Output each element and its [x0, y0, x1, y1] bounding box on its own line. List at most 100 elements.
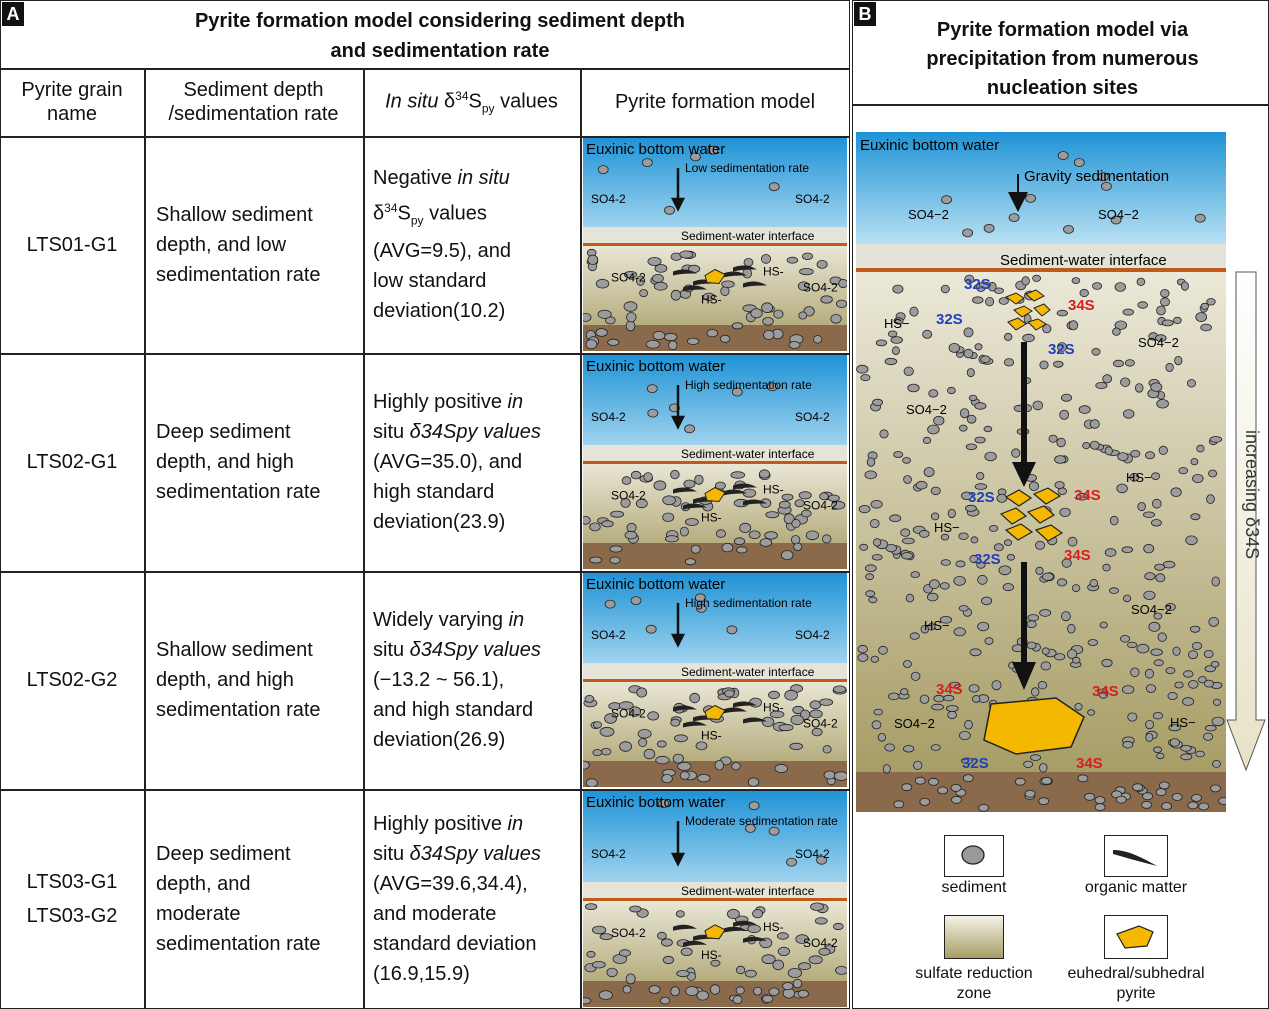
table-col1-line [144, 68, 146, 1009]
legend-pyrite-line2: pyrite [1116, 985, 1156, 1002]
header-in-situ-values: In situ δ34Spy values [363, 68, 580, 136]
in-situ-values-line: Widely varying in [373, 609, 525, 631]
depth-rate-line: depth, and high [156, 669, 294, 691]
b-so4-label-5: SO4−2 [1131, 602, 1172, 617]
b-interface-band [856, 244, 1226, 268]
sketch-rate-label: High sedimentation rate [685, 378, 812, 392]
b-s32-label-1: 32S [964, 276, 991, 293]
panel-b-title-line3: nucleation sites [986, 77, 1139, 99]
b-s34-label-4: 34S [936, 681, 963, 698]
b-interface-label: Sediment-water interface [1000, 252, 1167, 269]
header-depth-rate-line1: Sediment depth [183, 79, 324, 101]
header-s: S [468, 90, 482, 113]
sketch-so4-label: SO4-2 [803, 717, 838, 731]
b-s32-label-6: 32S [962, 755, 989, 772]
sketch-pyrite [704, 924, 726, 940]
legend-sediment-box [944, 835, 1004, 877]
sketch-sedimentation-arrow [670, 603, 686, 648]
grain-name: LTS02-G1 [26, 451, 118, 473]
sketch-so4-label: SO4-2 [591, 847, 626, 861]
b-s32-label-2: 32S [936, 311, 963, 328]
sketch-pebbles [583, 593, 847, 787]
sketch-so4-label: SO4-2 [795, 410, 830, 424]
sketch-so4-label: SO4-2 [795, 628, 830, 642]
b-so4-label-4: SO4−2 [906, 402, 947, 417]
in-situ-values-line: deviation(10.2) [373, 299, 506, 322]
table-row2-line [0, 571, 850, 573]
panel-a-title-line1: Pyrite formation model considering sedim… [194, 10, 686, 32]
b-bottom-water-label: Euxinic bottom water [860, 137, 999, 154]
table-row3-line [0, 789, 850, 791]
b-hs-label-4: HS− [924, 618, 950, 633]
sketch-so4-label: SO4-2 [611, 489, 646, 503]
legend-organic-label: organic matter [1084, 879, 1188, 896]
panel-a-title-line2: and sedimentation rate [330, 40, 550, 62]
b-so4-label-2: SO4−2 [1098, 207, 1139, 222]
depth-rate-line: sedimentation rate [156, 699, 321, 721]
in-situ-values-line: Highly positive in [373, 391, 524, 413]
b-down-arrow-2-head [1012, 662, 1036, 690]
legend-zone-line2: zone [956, 985, 992, 1002]
sketch-bottom-water-label: Euxinic bottom water [586, 576, 725, 593]
legend-zone-box [944, 915, 1004, 959]
sketch-bottom-water-label: Euxinic bottom water [586, 141, 725, 158]
sketch-pyrite [704, 704, 726, 721]
b-s34-label-6: 34S [1076, 755, 1103, 772]
panel-a-title: Pyrite formation model considering sedim… [30, 6, 850, 66]
sketch-organic-matter [673, 265, 767, 292]
depth-rate-line: sedimentation rate [156, 933, 321, 955]
b-s34-label-5: 34S [1092, 683, 1119, 700]
in-situ-values-line: deviation(23.9) [373, 511, 506, 533]
sketch-so4-label: SO4-2 [611, 271, 646, 285]
b-hs-label-1: HS− [884, 316, 910, 331]
in-situ-values-line: (AVG=9.5), and [373, 239, 512, 262]
b-s32-label-5: 32S [974, 551, 1001, 568]
sketch-hs-label: HS- [701, 293, 722, 307]
b-s32-label-4: 32S [968, 489, 995, 506]
grain-name: LTS03-G1 [26, 871, 118, 893]
sketch-interface-label: Sediment-water interface [681, 447, 815, 461]
depth-rate-cell: Shallow sediment depth, and high sedimenta… [144, 571, 363, 789]
depth-rate-line: sedimentation rate [156, 481, 321, 503]
b-s32-label-3: 32S [1048, 341, 1075, 358]
header-sup: 34 [455, 88, 469, 103]
sketch-organic-matter [673, 701, 767, 728]
sketch-so4-label: SO4-2 [803, 936, 838, 950]
depth-rate-line: Shallow sediment [156, 203, 313, 226]
sketch-hs-label: HS- [701, 948, 722, 962]
b-down-arrow-1-head [1012, 462, 1036, 487]
header-depth-rate-line2: /sedimentation rate [168, 103, 339, 125]
panel-b-model-sketch: Euxinic bottom water Gravity sedimentati… [856, 132, 1226, 812]
sketch-organic-matter [673, 483, 767, 510]
grain-name-cell: LTS02-G2 [0, 571, 144, 789]
increasing-d34s-label: increasing δ34S [1242, 430, 1262, 559]
header-delta: δ [444, 90, 456, 113]
sketch-so4-label: SO4-2 [795, 847, 830, 861]
sketch-hs-label: HS- [701, 511, 722, 525]
table-header-line [0, 136, 850, 138]
sketch-so4-label: SO4-2 [795, 192, 830, 206]
legend-zone-line1: sulfate reduction [915, 965, 1033, 982]
in-situ-values-line: (16.9,15.9) [373, 963, 470, 985]
sketch-hs-label: HS- [701, 729, 722, 743]
in-situ-values-line: and moderate [373, 903, 497, 925]
sketch-pyrite [704, 486, 726, 503]
header-in-situ-italic: In situ [385, 90, 439, 113]
depth-rate-line: Deep sediment [156, 421, 291, 443]
panel-b-title: Pyrite formation model via precipitation… [870, 16, 1255, 103]
grain-name: LTS01-G1 [26, 233, 118, 256]
depth-rate-line: depth, and [156, 873, 251, 895]
increasing-d34s-arrow: increasing δ34S [1226, 271, 1266, 772]
table-row1-line [0, 353, 850, 355]
grain-name: LTS03-G2 [26, 905, 118, 927]
depth-rate-line: Shallow sediment [156, 639, 313, 661]
header-grain-name-line1: Pyrite grain [21, 79, 123, 101]
grain-name-cell: LTS02-G1 [0, 353, 144, 571]
in-situ-values-line: high standard [373, 481, 495, 503]
